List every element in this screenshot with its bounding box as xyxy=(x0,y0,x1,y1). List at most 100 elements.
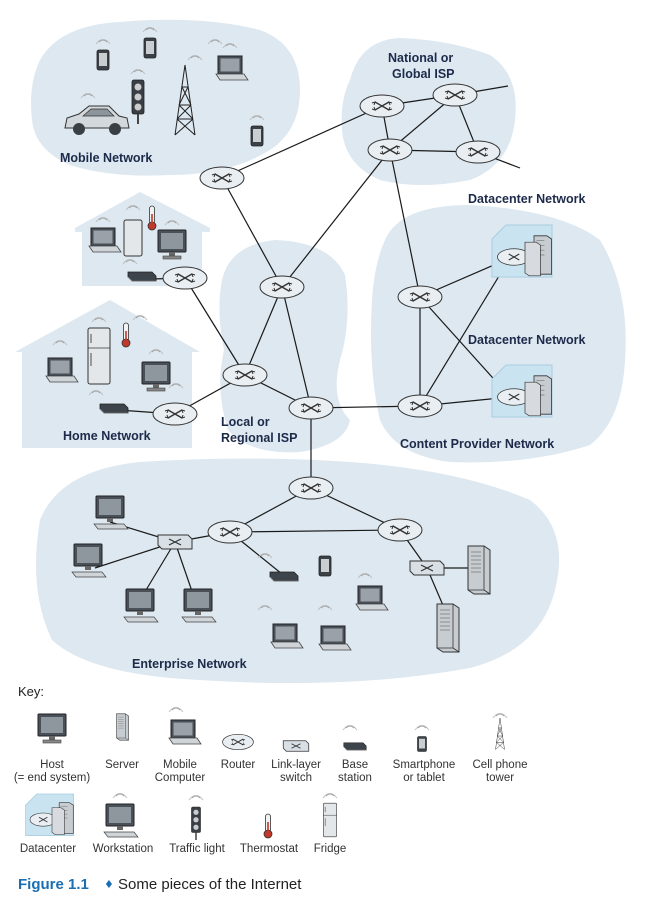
host-icon xyxy=(37,713,67,744)
router-icon xyxy=(432,83,478,107)
key-label-smartphone-1: Smartphone xyxy=(393,759,456,771)
router-icon xyxy=(397,285,443,309)
router-icon xyxy=(367,138,413,162)
datacenter-icon xyxy=(25,793,75,837)
mobile-computer-icon xyxy=(168,719,202,745)
key-label-base-2: station xyxy=(338,772,372,784)
enterprise-network-label: Enterprise Network xyxy=(132,657,247,671)
key-label-base-1: Base xyxy=(342,759,368,771)
wireless-signal-icon xyxy=(112,793,128,799)
key-label-smartphone-2: or tablet xyxy=(403,772,445,784)
figure-caption: Some pieces of the Internet xyxy=(118,876,302,893)
server-icon xyxy=(436,603,460,653)
link xyxy=(221,105,383,179)
server-icon xyxy=(467,545,491,595)
datacenter-network-label-1: Datacenter Network xyxy=(468,192,585,206)
router-icon xyxy=(222,363,268,387)
base-station-icon xyxy=(269,571,299,582)
home-network-label: Home Network xyxy=(63,429,151,443)
router-icon xyxy=(455,140,501,164)
link xyxy=(419,257,511,407)
link xyxy=(281,149,391,288)
traffic-light-icon xyxy=(191,806,201,841)
local-isp-label-line1: Local or xyxy=(221,415,270,429)
wireless-signal-icon xyxy=(414,725,430,731)
key-label-router: Router xyxy=(221,759,256,771)
key-label-switch-2: switch xyxy=(280,772,312,784)
key-label-host-2: (= end system) xyxy=(14,772,91,784)
thermostat-icon xyxy=(147,205,157,231)
smartphone-icon xyxy=(318,555,332,577)
router-icon xyxy=(152,402,198,426)
router-icon xyxy=(207,520,253,544)
local-isp-label-line2: Regional ISP xyxy=(221,431,297,445)
key-label-tower-2: tower xyxy=(486,772,514,784)
fridge-icon xyxy=(123,219,143,257)
link xyxy=(229,529,401,533)
wireless-signal-icon xyxy=(342,725,358,731)
enterprise-network-region xyxy=(36,458,560,684)
fridge-icon xyxy=(323,802,337,838)
link xyxy=(221,177,283,288)
thermostat-icon xyxy=(263,813,273,839)
key-row-2-labels: Datacenter Workstation Traffic light The… xyxy=(20,843,346,855)
router-icon xyxy=(288,476,334,500)
fridge-icon xyxy=(87,327,111,385)
wireless-signal-icon xyxy=(322,793,338,799)
key-row-2 xyxy=(25,793,338,841)
wireless-signal-icon xyxy=(188,795,204,801)
link xyxy=(281,286,312,409)
base-station-icon xyxy=(127,271,157,282)
workstation-icon xyxy=(71,543,107,578)
link xyxy=(389,149,421,298)
workstation-icon xyxy=(181,588,217,623)
datacenter-icon xyxy=(491,364,553,418)
link-layer-switch-icon xyxy=(282,740,310,752)
home-network-upper-devices xyxy=(88,205,208,290)
router-icon xyxy=(162,266,208,290)
datacenter-network-label-2: Datacenter Network xyxy=(468,333,585,347)
figure-number: Figure 1.1 xyxy=(18,876,89,893)
key-label-server: Server xyxy=(105,759,139,771)
workstation-icon xyxy=(123,588,159,623)
smartphone-icon xyxy=(250,125,264,147)
router-icon xyxy=(377,518,423,542)
key-label-host-1: Host xyxy=(40,759,64,771)
key-label-mobile-2: Computer xyxy=(155,772,206,784)
router-icon xyxy=(397,394,443,418)
key-title: Key: xyxy=(18,684,44,699)
cell-phone-tower-icon xyxy=(495,717,505,750)
smartphone-icon xyxy=(96,49,110,71)
smartphone-icon xyxy=(417,736,427,752)
content-provider-label: Content Provider Network xyxy=(400,437,554,451)
key-row-1-labels: Host (= end system) Server Mobile Comput… xyxy=(14,759,528,784)
mobile-network-label: Mobile Network xyxy=(60,151,152,165)
key-row-1 xyxy=(37,707,508,752)
workstation-icon xyxy=(93,495,129,530)
smartphone-icon xyxy=(143,37,157,59)
link-layer-switch-icon xyxy=(157,534,193,550)
link-layer-switch-icon xyxy=(409,560,445,576)
base-station-icon xyxy=(99,403,129,414)
datacenter-icon xyxy=(491,224,553,278)
thermostat-icon xyxy=(121,322,131,348)
router-icon xyxy=(259,275,305,299)
key-label-workstation: Workstation xyxy=(93,843,154,855)
router-icon xyxy=(359,94,405,118)
link xyxy=(184,277,246,376)
key-label-fridge: Fridge xyxy=(314,843,347,855)
router-icon xyxy=(288,396,334,420)
key-label-tower-1: Cell phone xyxy=(473,759,528,771)
national-isp-label-line1: National or xyxy=(388,51,453,65)
key-label-thermostat: Thermostat xyxy=(240,843,299,855)
key-label-mobile-1: Mobile xyxy=(163,759,197,771)
figure-separator: ♦ xyxy=(104,878,114,891)
key-label-traffic-light: Traffic light xyxy=(169,843,225,855)
wireless-signal-icon xyxy=(492,713,508,719)
router-icon xyxy=(199,166,245,190)
router-icon xyxy=(222,733,254,751)
server-icon xyxy=(116,713,129,741)
key-label-switch-1: Link-layer xyxy=(271,759,321,771)
workstation-icon xyxy=(103,803,139,838)
